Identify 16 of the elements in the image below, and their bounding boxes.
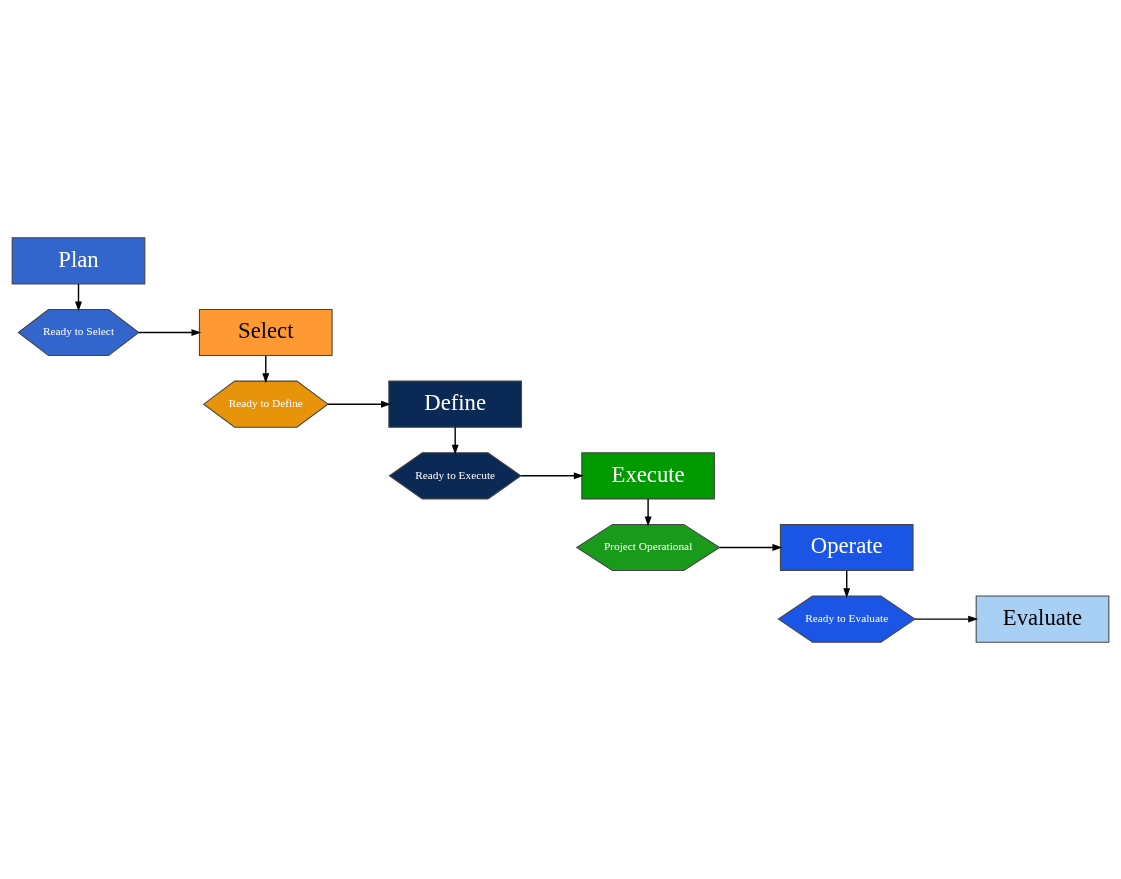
arrow	[843, 569, 851, 598]
arrow	[451, 426, 459, 455]
arrow	[644, 497, 652, 526]
node-box: Plan	[11, 236, 146, 284]
node-box: Evaluate	[975, 595, 1110, 643]
arrow	[262, 354, 270, 383]
node-box: Select	[198, 308, 333, 356]
arrow	[520, 471, 584, 479]
arrow	[718, 543, 783, 551]
arrow	[914, 615, 979, 623]
arrow	[327, 400, 391, 408]
arrow	[75, 282, 82, 312]
node-box: Execute	[581, 451, 715, 499]
node-box: Define	[388, 380, 522, 428]
node-box: Operate	[779, 523, 914, 571]
arrow	[137, 328, 202, 336]
